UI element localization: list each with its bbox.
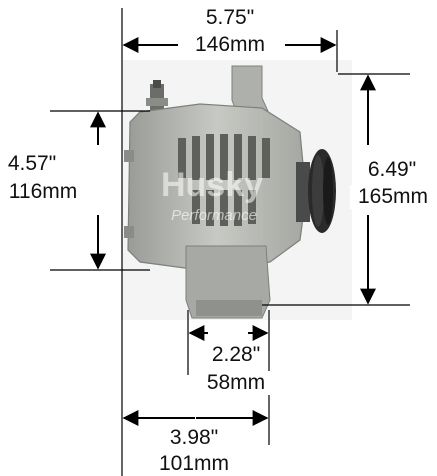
bottom-width-mm: 101mm — [148, 452, 240, 476]
dimension-arrows — [90, 37, 376, 426]
mount-width-inches: 2.28" — [204, 343, 268, 367]
extension-lines — [50, 8, 410, 476]
left-height-inches: 4.57" — [7, 152, 57, 175]
top-width-mm: 146mm — [180, 33, 280, 57]
mount-width-mm: 58mm — [196, 371, 276, 395]
alternator-image: Husky Performance — [124, 65, 336, 319]
bottom-width-inches: 3.98" — [158, 426, 230, 450]
top-width-inches: 5.75" — [205, 6, 255, 29]
left-height-mm: 116mm — [8, 180, 78, 203]
right-height-mm: 165mm — [350, 185, 436, 209]
watermark-tagline: Performance — [171, 207, 257, 224]
watermark-brand: Husky — [161, 166, 263, 204]
right-height-inches: 6.49" — [360, 158, 424, 182]
